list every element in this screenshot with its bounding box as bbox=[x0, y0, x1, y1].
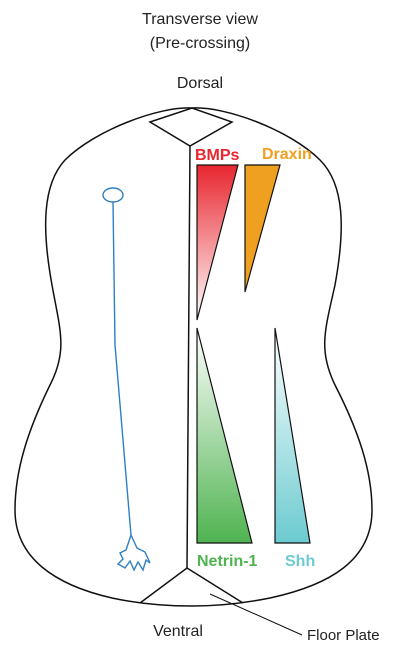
shh-label: Shh bbox=[285, 553, 315, 570]
netrin-gradient bbox=[197, 328, 252, 543]
midline bbox=[187, 146, 190, 568]
axon bbox=[113, 202, 131, 535]
bmps-gradient bbox=[197, 165, 238, 320]
neuron-soma bbox=[103, 188, 123, 202]
draxin-gradient bbox=[245, 165, 280, 292]
floor-plate bbox=[140, 568, 243, 603]
floor-plate-label: Floor Plate bbox=[307, 627, 380, 644]
title-line-1: Transverse view bbox=[142, 11, 258, 28]
bmps-label: BMPs bbox=[195, 147, 240, 164]
dorsal-label: Dorsal bbox=[177, 75, 223, 92]
spinal-cord-outline bbox=[15, 108, 372, 606]
ventral-label: Ventral bbox=[153, 623, 203, 640]
draxin-label: Draxin bbox=[262, 146, 312, 163]
title-line-2: (Pre-crossing) bbox=[150, 35, 250, 52]
roof-plate bbox=[150, 108, 232, 146]
commissural-neuron bbox=[103, 188, 150, 570]
shh-gradient bbox=[275, 328, 310, 543]
growth-cone bbox=[118, 535, 150, 570]
netrin-label: Netrin-1 bbox=[197, 553, 258, 570]
